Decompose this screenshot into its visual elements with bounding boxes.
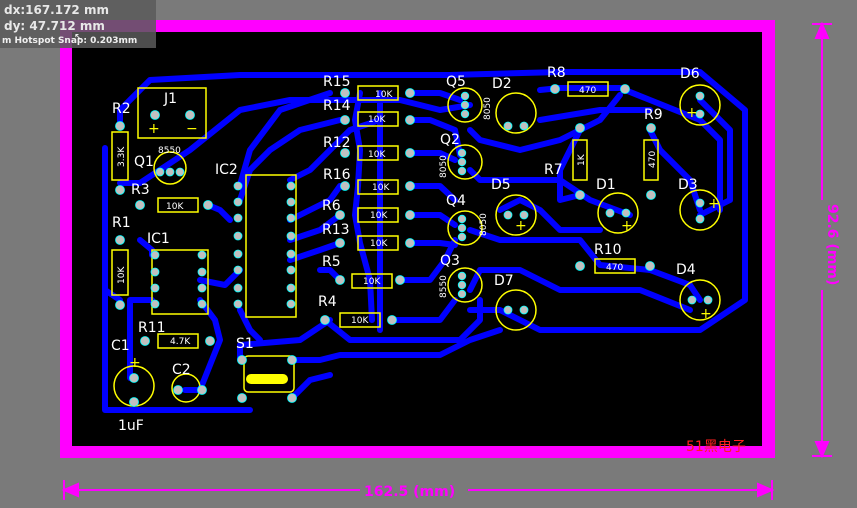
c1-plus: + [129, 355, 141, 371]
label-r1: R1 [112, 215, 131, 231]
r12-value: 10K [368, 150, 386, 160]
j1-minus: − [186, 121, 198, 137]
label-d7: D7 [494, 273, 514, 289]
dy-readout: dy: 47.712 mm [4, 19, 105, 33]
r8-value: 470 [579, 86, 596, 96]
label-r16: R16 [323, 167, 351, 183]
d5-plus: + [515, 218, 527, 234]
label-d4: D4 [676, 262, 696, 278]
reference-labels: J1 R2 Q1 R3 R1 IC1 IC2 R11 C1 C2 1uF S1 … [111, 65, 700, 434]
r4-value: 10K [351, 316, 369, 326]
label-ic2: IC2 [215, 162, 238, 178]
d6-plus: + [686, 105, 698, 121]
label-c1-value: 1uF [118, 418, 144, 434]
switch-s1-body [246, 374, 288, 384]
label-r7: R7 [544, 162, 563, 178]
r2-value: 3.3K [117, 146, 127, 167]
q5-value: 8050 [483, 97, 493, 120]
label-d2: D2 [492, 76, 512, 92]
label-r2: R2 [112, 101, 131, 117]
label-d1: D1 [596, 177, 616, 193]
r13-value: 10K [370, 239, 388, 249]
r10-value: 470 [606, 263, 623, 273]
r1-value: 10K [117, 266, 127, 284]
label-s1: S1 [236, 336, 254, 352]
label-r10: R10 [594, 242, 622, 258]
r3-value: 10K [166, 202, 184, 212]
width-dimension: 162.5 (mm) [364, 484, 455, 500]
label-r3: R3 [131, 182, 150, 198]
d1-plus: + [621, 218, 633, 234]
dimension-lines [61, 21, 832, 500]
label-r5: R5 [322, 254, 341, 270]
watermark-text: 51黑电子 [686, 439, 746, 455]
label-q5: Q5 [446, 74, 466, 90]
label-d5: D5 [491, 177, 511, 193]
label-q3: Q3 [440, 253, 460, 269]
r7-value: 1K [577, 153, 587, 166]
label-q4: Q4 [446, 193, 466, 209]
label-r12: R12 [323, 135, 351, 151]
label-r6: R6 [322, 198, 341, 214]
q4-value: 8050 [479, 213, 489, 236]
label-r14: R14 [323, 98, 351, 114]
dx-readout: dx:167.172 mm [4, 3, 109, 17]
label-q1: Q1 [134, 154, 154, 170]
q3-value: 8550 [439, 275, 449, 298]
silkscreen-layer [111, 81, 721, 407]
coordinate-readout: dx:167.172 mm dy: 47.712 mm m Hotspot Sn… [0, 0, 156, 48]
d3-plus: + [708, 196, 720, 212]
label-c2: C2 [172, 362, 191, 378]
cursor-icon: ↖ [74, 32, 83, 43]
height-dimension: 92.6 (mm) [824, 204, 840, 285]
r9-value: 470 [648, 151, 658, 168]
label-ic1: IC1 [147, 231, 170, 247]
value-labels: 8550 10K 10K 10K 10K 10K 10K 10K 10K 10K… [117, 86, 658, 347]
label-r9: R9 [644, 107, 663, 123]
label-r11: R11 [138, 320, 166, 336]
label-c1: C1 [111, 338, 130, 354]
r11-value: 4.7K [170, 337, 191, 347]
label-d3: D3 [678, 177, 698, 193]
r16-value: 10K [372, 183, 390, 193]
hotspot-snap-readout: m Hotspot Snap: 0.203mm [2, 36, 138, 46]
pads-layer [115, 84, 713, 407]
label-q2: Q2 [440, 132, 460, 148]
label-r13: R13 [322, 222, 350, 238]
r5-value: 10K [363, 277, 381, 287]
label-r8: R8 [547, 65, 566, 81]
label-j1: J1 [163, 91, 177, 107]
label-d6: D6 [680, 66, 700, 82]
label-r4: R4 [318, 294, 337, 310]
d4-plus: + [700, 306, 712, 322]
r6-value: 10K [370, 211, 388, 221]
r14-value: 10K [368, 115, 386, 125]
q2-value: 8050 [439, 155, 449, 178]
polarity-marks: + − + + + + + + [129, 105, 720, 371]
r15-value: 10K [375, 90, 393, 100]
q1-value: 8550 [158, 146, 181, 156]
j1-plus: + [148, 121, 160, 137]
label-r15: R15 [323, 74, 351, 90]
